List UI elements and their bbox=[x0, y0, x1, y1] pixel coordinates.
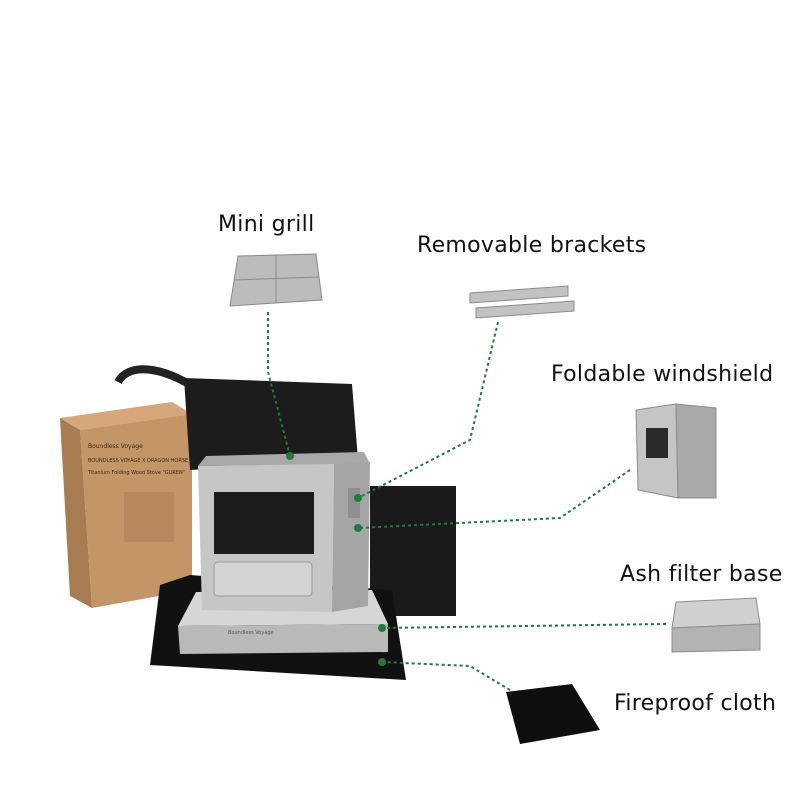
leader-line-mini-grill bbox=[267, 312, 291, 457]
carry-bag bbox=[114, 365, 456, 616]
box-brand-text: Boundless Voyage bbox=[88, 443, 143, 450]
leader-lines bbox=[267, 312, 667, 691]
assembled-stove bbox=[198, 452, 370, 612]
stove-window bbox=[214, 492, 314, 554]
leader-line-brackets bbox=[357, 321, 499, 499]
fireproof-cloth-part bbox=[506, 684, 600, 744]
stove-front-plate bbox=[213, 561, 313, 597]
box-product-text: Titanium Folding Wood Stove "GUREN" bbox=[87, 470, 185, 476]
stove-brand-label: Boundless Voyage bbox=[228, 630, 274, 636]
stove-bracket-slot bbox=[348, 488, 360, 518]
box-stove-print bbox=[124, 492, 174, 542]
callout-removable-brackets: Removable brackets bbox=[417, 233, 647, 258]
leader-dots bbox=[286, 452, 386, 666]
callout-foldable-windshield: Foldable windshield bbox=[551, 362, 774, 387]
windshield-window bbox=[646, 428, 668, 458]
brackets-part bbox=[469, 285, 575, 319]
callout-mini-grill: Mini grill bbox=[218, 212, 315, 237]
leader-line-ash-base bbox=[381, 623, 667, 629]
callout-ash-filter-base: Ash filter base bbox=[620, 562, 783, 587]
callout-fireproof-cloth: Fireproof cloth bbox=[614, 691, 777, 716]
packaging-box: Boundless Voyage BOUNDLESS VOYAGE X DRAG… bbox=[60, 402, 192, 608]
leader-line-windshield bbox=[357, 469, 631, 529]
windshield-part bbox=[635, 403, 717, 499]
mini-grill-part bbox=[229, 253, 323, 307]
ash-filter-part bbox=[671, 597, 761, 653]
box-collab-text: BOUNDLESS VOYAGE X DRAGON HORSE bbox=[88, 458, 188, 464]
